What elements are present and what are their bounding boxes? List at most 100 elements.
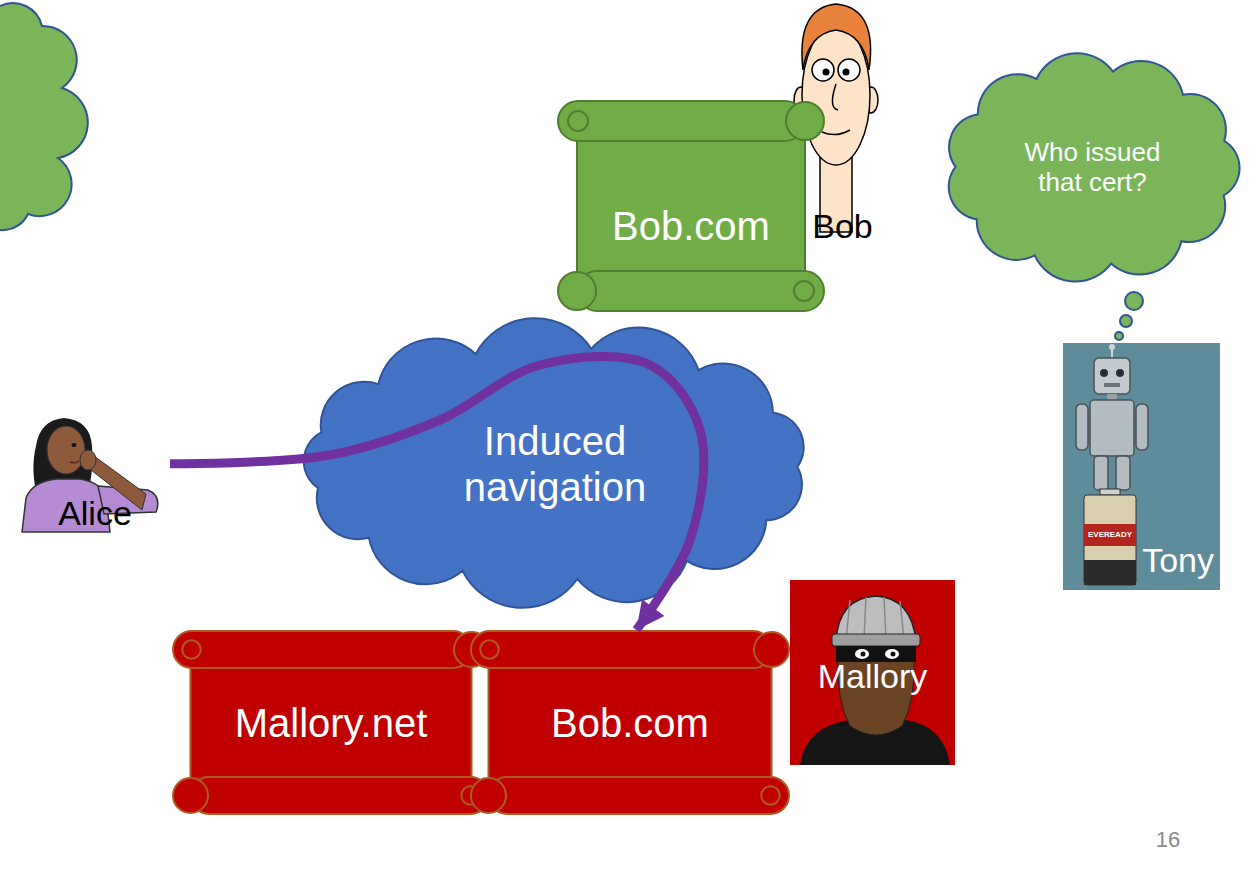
scroll-shape bbox=[754, 632, 789, 667]
scroll-shape bbox=[577, 120, 805, 292]
thought-cloud-left bbox=[0, 3, 88, 230]
scroll-shape bbox=[558, 101, 805, 141]
bob-face bbox=[802, 25, 870, 165]
text-holder: Induced navigation bbox=[280, 315, 830, 612]
person-label: Alice bbox=[20, 420, 170, 535]
person-name: Bob bbox=[812, 207, 873, 246]
text-holder: Mallory bbox=[790, 657, 955, 696]
tony-picture bbox=[1136, 404, 1148, 450]
tony-picture bbox=[1063, 343, 1220, 590]
person-label: Tony bbox=[1063, 343, 1220, 590]
scroll-shape bbox=[480, 640, 499, 659]
alice-figure bbox=[72, 443, 77, 447]
text-holder: Bob bbox=[795, 207, 890, 246]
scroll-shape bbox=[173, 631, 472, 668]
mallory-picture bbox=[846, 597, 904, 640]
mallory-picture bbox=[790, 580, 955, 765]
page-number: 16 bbox=[1156, 827, 1180, 852]
scroll-shape bbox=[454, 632, 489, 667]
network-cloud-outline bbox=[280, 315, 830, 612]
alice-figure bbox=[22, 418, 158, 532]
tony-picture bbox=[1111, 348, 1113, 358]
tony-picture bbox=[1116, 369, 1124, 377]
certificate-scroll: Mallory.net bbox=[172, 630, 490, 815]
tony-picture bbox=[1109, 344, 1115, 350]
navigation-arrow bbox=[170, 357, 704, 630]
bob-face bbox=[864, 87, 878, 113]
cloud-shape bbox=[304, 318, 804, 608]
tony-picture bbox=[1084, 524, 1136, 546]
mallory-picture bbox=[800, 720, 950, 765]
bob-face bbox=[802, 4, 871, 70]
mallory-picture bbox=[861, 652, 866, 657]
node-text: Who issued that cert? bbox=[1008, 138, 1178, 198]
tony-picture bbox=[1076, 404, 1088, 450]
scroll-shape bbox=[794, 281, 814, 301]
scroll-shape bbox=[461, 786, 480, 805]
scroll-shape bbox=[786, 102, 824, 140]
bob-face bbox=[843, 69, 850, 76]
thought-trail bbox=[1120, 315, 1132, 327]
bob-face bbox=[794, 87, 808, 113]
scroll-shape bbox=[471, 631, 789, 814]
text-holder: Who issued that cert? bbox=[930, 45, 1255, 290]
scroll-shape bbox=[568, 111, 588, 131]
bob-face bbox=[838, 59, 860, 81]
mallory-picture bbox=[832, 634, 920, 646]
network-cloud: Induced navigation bbox=[280, 315, 830, 612]
scroll-shape bbox=[173, 778, 208, 813]
scroll-shape bbox=[182, 640, 201, 659]
tony-picture bbox=[1104, 383, 1120, 387]
alice-figure bbox=[33, 418, 92, 500]
scroll-shape bbox=[558, 272, 596, 310]
person-name: Mallory bbox=[818, 657, 928, 696]
scroll-shape bbox=[471, 778, 506, 813]
person-label: Bob bbox=[795, 0, 890, 250]
person-name: Alice bbox=[58, 494, 132, 533]
text-holder: Alice bbox=[20, 494, 170, 533]
thought-trail bbox=[1115, 292, 1143, 340]
bob-face bbox=[794, 4, 878, 232]
text-holder: Bob.com bbox=[557, 100, 825, 312]
tony-picture bbox=[1116, 456, 1130, 490]
mallory-picture bbox=[836, 596, 916, 642]
node-text: Mallory.net bbox=[235, 700, 428, 746]
scroll-shape bbox=[191, 649, 472, 797]
tony-picture bbox=[1107, 394, 1117, 400]
thought-cloud-left bbox=[0, 3, 88, 230]
tony-picture bbox=[1094, 456, 1108, 490]
node-text: Bob.com bbox=[612, 203, 770, 249]
text-holder: Tony bbox=[1142, 541, 1214, 580]
tony-picture bbox=[1100, 489, 1120, 495]
mallory-picture bbox=[790, 580, 955, 765]
scroll-shape bbox=[761, 786, 780, 805]
person-name: Tony bbox=[1142, 541, 1214, 580]
node-text: Induced navigation bbox=[425, 418, 685, 510]
tony-picture bbox=[1100, 369, 1108, 377]
scroll-shape bbox=[489, 649, 772, 797]
scroll-shape bbox=[558, 101, 824, 311]
scroll-shape bbox=[577, 271, 824, 311]
battery-brand: EVEREADY bbox=[1088, 530, 1132, 539]
cloud-shape bbox=[949, 53, 1240, 281]
tony-picture bbox=[1094, 358, 1130, 394]
tony-picture bbox=[1063, 343, 1220, 590]
tony-picture bbox=[1084, 560, 1136, 585]
certificate-scroll: Bob.com bbox=[557, 100, 825, 312]
mallory-picture bbox=[891, 652, 896, 657]
bob-face bbox=[812, 59, 834, 81]
alice-figure bbox=[47, 426, 85, 474]
scroll-shape bbox=[191, 777, 490, 814]
scroll-shape bbox=[173, 631, 489, 814]
text-holder: Mallory.net bbox=[172, 630, 490, 815]
certificate-scroll: Bob.com bbox=[470, 630, 790, 815]
text-holder: Bob.com bbox=[470, 630, 790, 815]
scroll-shape bbox=[489, 777, 790, 814]
scroll-shape bbox=[471, 631, 772, 668]
bob-face bbox=[823, 69, 830, 76]
tony-picture bbox=[1090, 400, 1134, 456]
